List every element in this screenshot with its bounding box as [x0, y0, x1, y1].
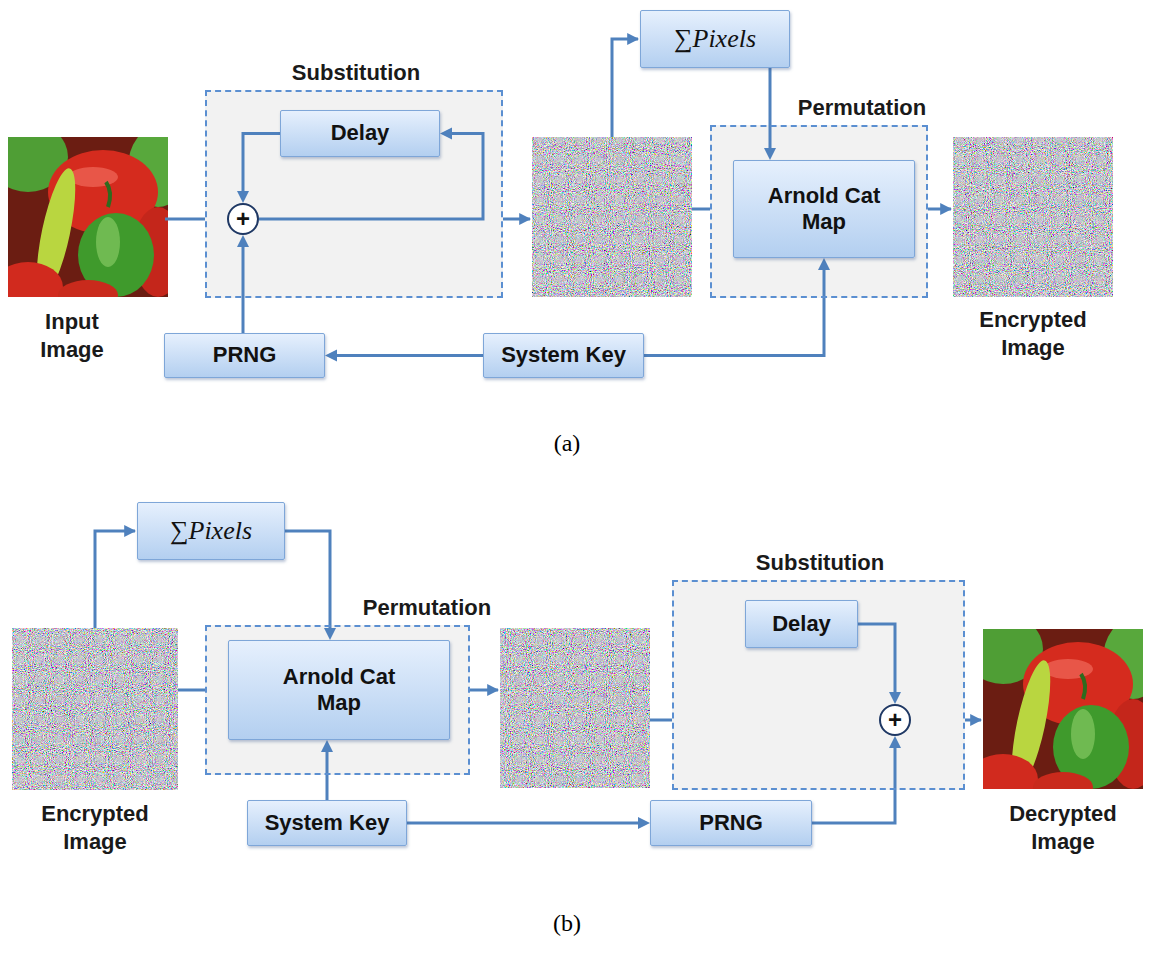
image-label: Decrypted Image	[1003, 800, 1123, 855]
image-label: Input Image	[27, 308, 117, 363]
connector-line	[858, 624, 895, 693]
arrow-head	[638, 817, 650, 829]
subfigure-caption: (b)	[537, 908, 597, 938]
region-heading: Permutation	[798, 95, 926, 121]
region-fill	[710, 125, 928, 298]
connector-arrow	[237, 134, 280, 204]
input-photo	[0, 122, 188, 312]
connector-arrow	[237, 235, 249, 333]
connector-line	[336, 354, 483, 357]
connector-arrow	[285, 531, 336, 640]
sum-box: ∑Pixels	[640, 10, 790, 68]
wires	[95, 39, 981, 720]
region-heading: Substitution	[292, 60, 420, 86]
arrow-head	[440, 128, 452, 140]
arrow-head	[324, 628, 336, 640]
connector-arrow	[325, 350, 483, 362]
box-label: Delay	[331, 120, 390, 146]
arrow-head	[237, 191, 249, 203]
arrow-head	[764, 148, 776, 160]
process-box: Delay	[745, 600, 858, 648]
box-label: Arnold Cat Map	[269, 664, 409, 717]
region-heading: Substitution	[756, 550, 884, 576]
box-label: +	[236, 207, 250, 231]
image-label: Encrypted Image	[973, 306, 1093, 361]
process-box: Arnold Cat Map	[228, 640, 450, 740]
dashed-region: SubstitutionDelay+	[672, 580, 965, 790]
arrow-head	[889, 736, 901, 748]
box-label: System Key	[501, 342, 626, 368]
connector-line	[285, 531, 330, 629]
sum-box: ∑Pixels	[137, 502, 285, 560]
arrow-head	[321, 740, 333, 752]
noise-image	[500, 628, 650, 788]
process-box: System Key	[247, 800, 407, 846]
region-fill	[205, 625, 470, 775]
connector-line	[644, 269, 824, 356]
noise-image	[532, 137, 692, 297]
connector-arrow	[858, 624, 901, 704]
connector-line	[243, 134, 280, 193]
connector-arrow	[812, 736, 901, 823]
process-box: PRNG	[164, 333, 325, 378]
box-label: System Key	[265, 810, 390, 836]
process-box: Delay	[280, 110, 440, 157]
noise-image	[953, 137, 1113, 297]
box-label: Arnold Cat Map	[754, 183, 894, 236]
arrow-head	[237, 235, 249, 247]
process-box: PRNG	[650, 800, 812, 846]
dashed-region: SubstitutionDelay+	[205, 90, 503, 298]
process-box: Arnold Cat Map	[733, 160, 915, 258]
image-label: Encrypted Image	[35, 800, 155, 855]
region-heading: Permutation	[363, 595, 491, 621]
connector-arrow	[407, 817, 650, 829]
box-label: Delay	[772, 611, 831, 637]
noise-image	[12, 628, 178, 790]
connector-line	[242, 246, 245, 333]
box-label: PRNG	[699, 810, 763, 836]
box-label: ∑Pixels	[170, 515, 252, 546]
subfigure-caption: (a)	[537, 428, 597, 458]
process-box: System Key	[483, 333, 644, 378]
connector-arrow	[644, 258, 830, 356]
arrow-head	[889, 692, 901, 704]
adder-circle: +	[227, 203, 259, 235]
region-fill	[672, 580, 965, 790]
adder-circle: +	[879, 704, 911, 736]
arrow-head	[818, 258, 830, 270]
connector-line	[812, 747, 895, 823]
connector-line	[769, 68, 772, 149]
dashed-region: PermutationArnold Cat Map	[710, 125, 928, 298]
box-label: +	[888, 708, 902, 732]
region-fill	[205, 90, 503, 298]
connector-line	[326, 751, 329, 800]
box-label: PRNG	[213, 342, 277, 368]
box-label: ∑Pixels	[674, 23, 756, 54]
arrow-head	[325, 350, 337, 362]
decrypted-photo	[963, 614, 1149, 804]
connector-arrow	[764, 68, 776, 160]
connector-line	[407, 822, 639, 825]
dashed-region: PermutationArnold Cat Map	[205, 625, 470, 775]
connector-arrow	[321, 740, 333, 800]
